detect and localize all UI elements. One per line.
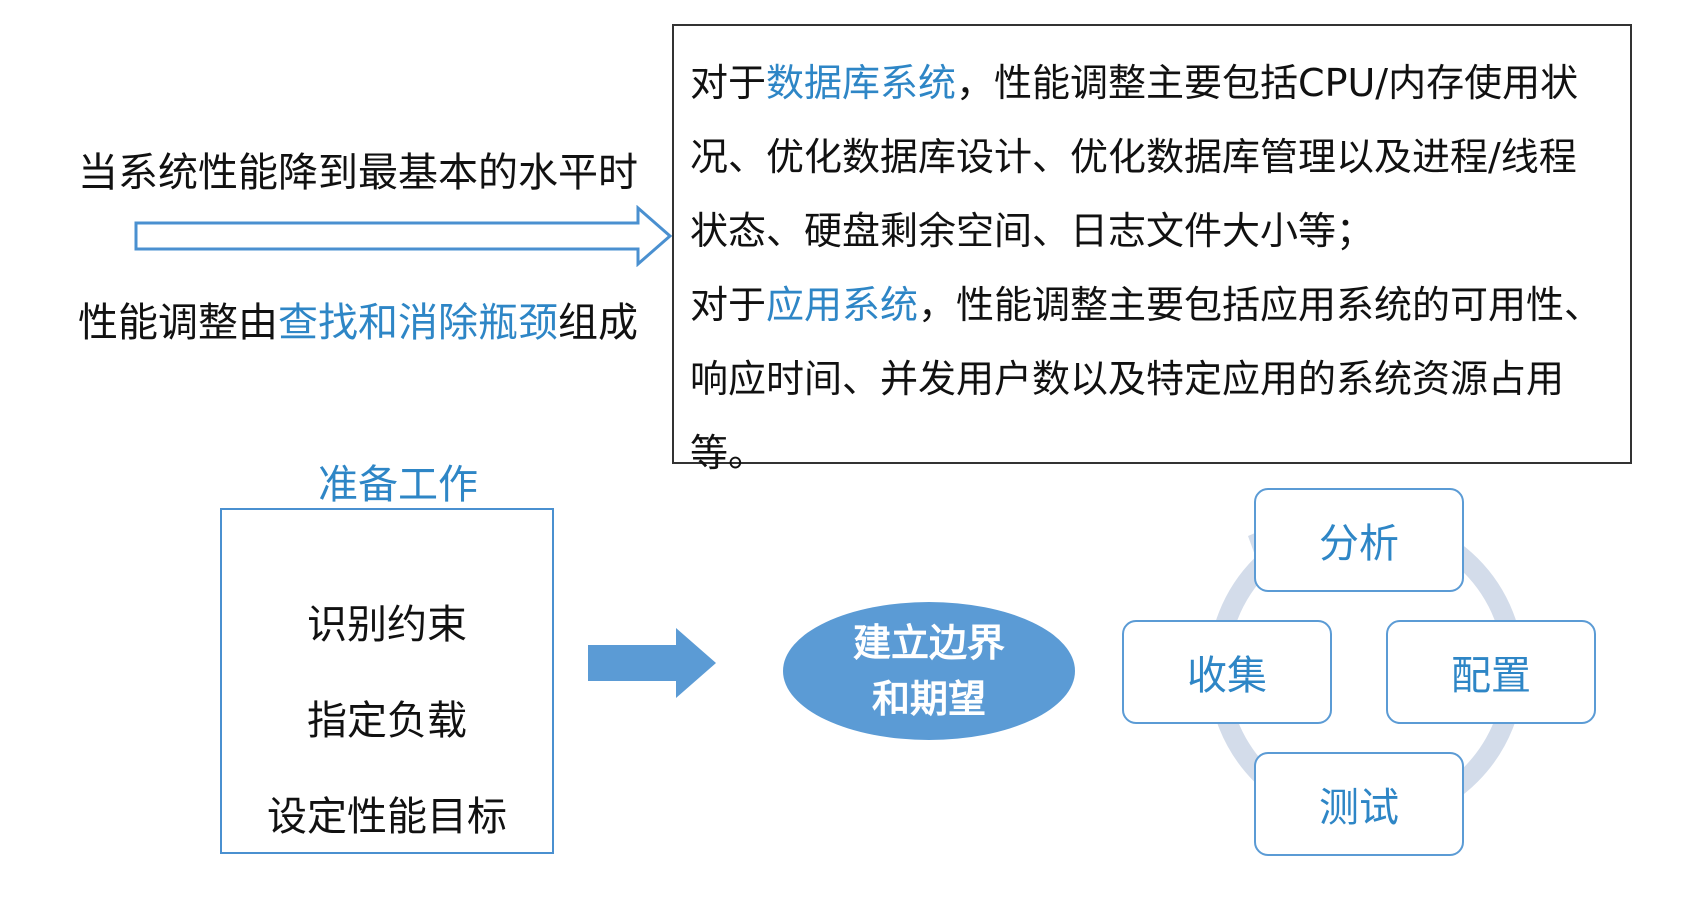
tuning-definition-text: 性能调整由查找和消除瓶颈组成: [78, 290, 638, 348]
prep-item: 设定性能目标: [267, 794, 507, 840]
application-system-paragraph: 对于应用系统，性能调整主要包括应用系统的可用性、响应时间、并发用户数以及特定应用…: [690, 268, 1614, 490]
bottleneck-condition-text: 当系统性能降到最基本的水平时: [78, 150, 638, 196]
prep-box: 识别约束 指定负载 设定性能目标: [220, 508, 554, 854]
solid-right-arrow: [588, 628, 716, 698]
db-para-prefix: 对于: [690, 61, 767, 105]
tuning-definition-prefix: 性能调整由: [78, 300, 278, 346]
db-para-highlight: 数据库系统: [766, 61, 957, 105]
cycle-node-test: 测试: [1254, 752, 1464, 856]
db-para-rest: ，性能调整主要包括CPU/内存使用状况、优化数据库设计、优化数据库管理以及进程/…: [690, 61, 1579, 253]
database-system-paragraph: 对于数据库系统，性能调整主要包括CPU/内存使用状况、优化数据库设计、优化数据库…: [690, 46, 1614, 268]
tuning-definition-suffix: 组成: [558, 300, 638, 346]
cycle-node-analyze: 分析: [1254, 488, 1464, 592]
prep-item: 指定负载: [307, 698, 467, 744]
ellipse-line2: 和期望: [871, 677, 986, 721]
app-para-highlight: 应用系统: [766, 283, 919, 327]
prep-item: 识别约束: [307, 602, 467, 648]
tuning-description-box: 对于数据库系统，性能调整主要包括CPU/内存使用状况、优化数据库设计、优化数据库…: [672, 24, 1632, 475]
ellipse-line1: 建立边界: [852, 621, 1005, 665]
boundary-expectation-ellipse: 建立边界 和期望: [783, 602, 1075, 740]
app-para-rest: ，性能调整主要包括应用系统的可用性、响应时间、并发用户数以及特定应用的系统资源占…: [690, 283, 1603, 475]
app-para-prefix: 对于: [690, 283, 767, 327]
hollow-right-arrow: [134, 205, 673, 267]
cycle-node-collect: 收集: [1122, 620, 1332, 724]
cycle-node-configure: 配置: [1386, 620, 1596, 724]
tuning-definition-highlight: 查找和消除瓶颈: [278, 300, 558, 346]
prep-title: 准备工作: [318, 462, 478, 508]
